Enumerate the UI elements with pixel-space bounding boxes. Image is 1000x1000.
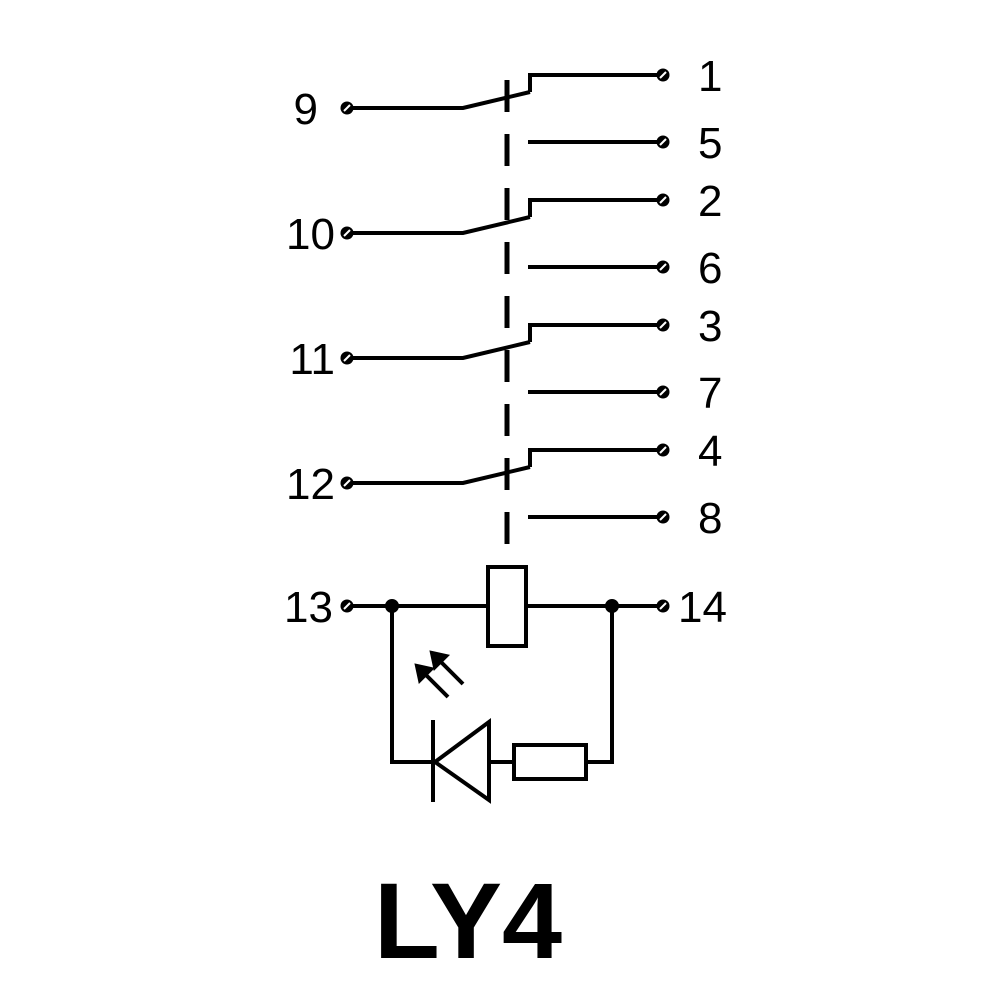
terminal-screw-icon xyxy=(656,510,670,524)
terminal-label-nc: 2 xyxy=(698,177,722,226)
terminal-screw-icon xyxy=(340,101,354,115)
terminal-screw-icon xyxy=(340,351,354,365)
coil-circuit xyxy=(352,565,657,804)
terminal-screw-icon xyxy=(656,599,670,613)
light-emission-arrows-icon xyxy=(414,650,465,699)
terminal-screw-icon xyxy=(656,193,670,207)
terminal-screw-icon xyxy=(656,68,670,82)
terminal-label-common: 12 xyxy=(286,460,335,509)
resistor xyxy=(512,743,588,781)
terminal-label-no: 6 xyxy=(698,244,722,293)
terminal-label-common: 9 xyxy=(294,85,318,134)
terminal-screw-icon xyxy=(656,135,670,149)
terminal-screw-icon xyxy=(340,476,354,490)
terminal-label-common: 11 xyxy=(289,335,335,384)
terminal-label-nc: 1 xyxy=(698,52,722,101)
terminal-screw-icon xyxy=(340,226,354,240)
terminal-label-common: 10 xyxy=(286,210,335,259)
terminal-label-13: 13 xyxy=(284,583,333,632)
terminal-label-14: 14 xyxy=(678,583,727,632)
terminal-screw-icon xyxy=(656,318,670,332)
changeover-contact-2 xyxy=(352,198,657,269)
terminal-label-nc: 4 xyxy=(698,427,722,476)
terminal-screw-icon xyxy=(656,443,670,457)
relay-model-title: LY4 xyxy=(374,860,562,981)
terminal-label-no: 7 xyxy=(698,369,722,418)
terminal-label-nc: 3 xyxy=(698,302,722,351)
terminal-screw-icon xyxy=(340,599,354,613)
terminal-screw-icon xyxy=(656,385,670,399)
changeover-contact-3 xyxy=(352,323,657,394)
terminal-screw-icon xyxy=(656,260,670,274)
terminal-label-no: 5 xyxy=(698,119,722,168)
relay-coil xyxy=(486,565,528,648)
led-diode-icon xyxy=(431,718,491,804)
terminal-label-no: 8 xyxy=(698,494,722,543)
